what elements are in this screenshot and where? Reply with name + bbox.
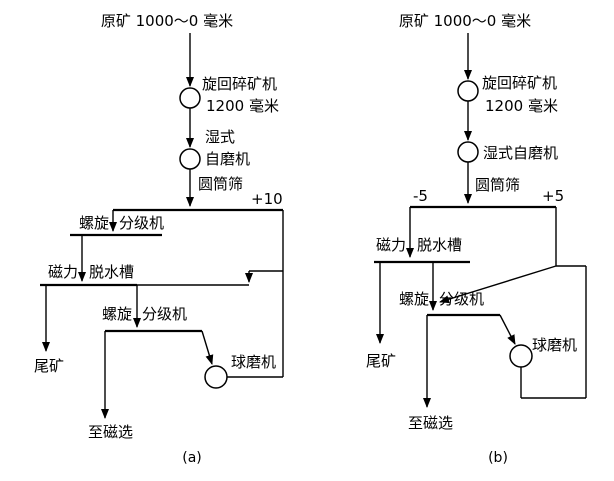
to-magnetic-label-b: 至磁选 <box>408 414 453 432</box>
diagram-a: 原矿 1000～0 毫米 旋回碎矿机 1200 毫米 湿式 自磨机 圆筒筛 +1… <box>34 12 284 466</box>
crusher-label-a: 旋回碎矿机 <box>202 75 277 93</box>
classifier-label-left-b: 螺旋 <box>399 290 429 308</box>
ball-mill-circle-a <box>204 365 228 389</box>
classifier1-label-right-a: 分级机 <box>119 214 164 232</box>
gyratory-crusher-circle-a <box>179 87 201 109</box>
flow-sands-to-ballmill-b <box>499 314 516 345</box>
gyratory-crusher-circle-b <box>457 80 479 102</box>
crusher-size-label-b: 1200 毫米 <box>485 97 558 115</box>
mill-label-line1-a: 湿式 <box>205 128 235 146</box>
flow-merge-diagonal-b <box>439 265 557 304</box>
ball-mill-circle-b <box>509 344 533 368</box>
dewater-label-right-b: 脱水槽 <box>417 236 462 254</box>
crusher-label-b: 旋回碎矿机 <box>482 74 557 92</box>
crusher-size-label-a: 1200 毫米 <box>206 97 279 115</box>
feed-label-b: 原矿 1000～0 毫米 <box>399 12 531 30</box>
mill-label-line2-a: 自磨机 <box>205 150 250 168</box>
dewater-label-left-b: 磁力 <box>376 236 406 254</box>
diagram-b: 原矿 1000～0 毫米 旋回碎矿机 1200 毫米 湿式自磨机 圆筒筛 -5 … <box>366 12 587 466</box>
screen-label-b: 圆筒筛 <box>475 176 520 194</box>
tailings-label-b: 尾矿 <box>366 352 396 370</box>
ball-mill-label-a: 球磨机 <box>231 353 276 371</box>
dewater-label-left-a: 磁力 <box>48 263 78 281</box>
caption-b: (b) <box>488 450 508 466</box>
dewater-label-right-a: 脱水槽 <box>89 263 134 281</box>
feed-label-a: 原矿 1000～0 毫米 <box>101 12 233 30</box>
ball-mill-label-b: 球磨机 <box>532 336 577 354</box>
classifier1-label-left-a: 螺旋 <box>79 214 109 232</box>
caption-a: (a) <box>182 450 202 466</box>
mill-label-b: 湿式自磨机 <box>483 144 558 162</box>
classifier2-label-left-a: 螺旋 <box>102 305 132 323</box>
tailings-label-a: 尾矿 <box>34 357 64 375</box>
classifier2-label-right-a: 分级机 <box>142 305 187 323</box>
undersize-label-b: -5 <box>413 187 428 205</box>
to-magnetic-label-a: 至磁选 <box>88 423 133 441</box>
wet-ag-mill-circle-b <box>457 141 479 163</box>
oversize-label-b: +5 <box>542 187 564 205</box>
screen-label-a: 圆筒筛 <box>198 175 243 193</box>
flow-sands-to-ballmill-a <box>201 330 214 365</box>
wet-ag-mill-circle-a <box>179 148 201 170</box>
classifier-label-right-b: 分级机 <box>439 290 484 308</box>
oversize-label-a: +10 <box>251 190 283 208</box>
